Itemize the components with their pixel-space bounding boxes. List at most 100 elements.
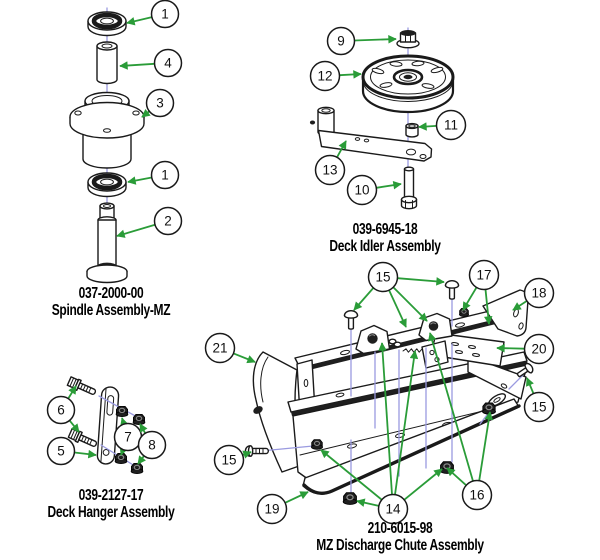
hanger-nut-drawing	[130, 462, 144, 475]
callout-number: 7	[124, 430, 132, 445]
callout-arrow	[119, 446, 128, 456]
callout-number: 2	[164, 214, 172, 229]
callout-number: 15	[531, 400, 546, 415]
idler-spacer-drawing	[405, 122, 419, 138]
callout-number: 1	[161, 168, 169, 183]
callout-20: 20	[496, 333, 555, 365]
bearing-top-drawing	[87, 11, 127, 37]
callout-arrow	[320, 449, 383, 501]
keps-nut-drawing	[481, 402, 497, 415]
callout-number: 16	[469, 488, 484, 503]
callout-arrow	[418, 122, 437, 131]
callout-arrow	[336, 140, 347, 158]
callout-circle	[346, 174, 378, 206]
callout-circle	[468, 259, 500, 291]
callout-circle	[256, 493, 288, 525]
spindle-assembly-label: 037-2000-00 Spindle Assembly-MZ	[32, 285, 190, 319]
callout-arrow	[376, 180, 402, 190]
callout-arrow	[388, 289, 407, 328]
callout-15: 15	[213, 444, 252, 476]
callout-arrow	[397, 277, 445, 286]
hanger-nut-drawing	[132, 413, 146, 426]
callout-14: 14	[320, 342, 443, 525]
spindle-housing-drawing	[69, 91, 145, 169]
carriage-bolt-drawing	[516, 362, 534, 378]
callout-number: 8	[148, 438, 156, 453]
idler-arm-drawing	[309, 106, 433, 162]
callout-arrow	[120, 417, 129, 427]
callout-number: 11	[444, 118, 458, 133]
idler-pulley-drawing	[361, 54, 455, 114]
callout-circle	[213, 444, 245, 476]
callout-arrow	[526, 377, 535, 394]
hanger-nut-drawing	[115, 405, 129, 418]
callout-circle	[461, 479, 493, 511]
callout-11: 11	[418, 109, 467, 141]
callout-arrow	[242, 450, 252, 459]
callout-number: 15	[221, 453, 236, 468]
callout-12: 12	[309, 60, 362, 92]
callout-number: 1	[161, 7, 169, 22]
callout-number: 9	[337, 34, 345, 49]
callout-arrow	[137, 455, 146, 465]
callout-17: 17	[462, 259, 500, 325]
assembly-part-number: 210-6015-98	[367, 520, 433, 537]
callout-8: 8	[137, 423, 167, 465]
deck-idler-assembly-label: 039-6945-18 Deck Idler Assembly	[311, 221, 459, 255]
callout-number: 17	[476, 268, 491, 283]
callout-circle	[145, 88, 175, 118]
hanger-plate-drawing	[96, 386, 120, 465]
callout-number: 5	[57, 444, 65, 459]
callout-arrow	[356, 498, 379, 507]
spindle-shaft-drawing	[86, 202, 128, 284]
callout-number: 3	[156, 96, 164, 111]
discharge-chute-assembly-label: 210-6015-98 MZ Discharge Chute Assembly	[288, 520, 511, 554]
callout-arrow	[478, 411, 494, 481]
callout-16: 16	[428, 332, 494, 511]
callout-circle	[204, 332, 236, 364]
callout-circle	[377, 493, 409, 525]
assembly-name: Deck Hanger Assembly	[47, 504, 175, 521]
callout-number: 10	[354, 183, 369, 198]
callout-circle	[367, 261, 399, 293]
callout-2: 2	[116, 206, 183, 238]
callout-number: 20	[531, 342, 546, 357]
callout-arrow	[67, 385, 77, 400]
callout-arrow	[139, 423, 148, 434]
callout-4: 4	[119, 48, 183, 78]
callout-circle	[523, 333, 555, 365]
callout-circle	[309, 60, 341, 92]
spindle-assembly-drawing	[69, 7, 145, 284]
callout-number: 6	[57, 403, 65, 418]
screw-drawing	[244, 445, 269, 457]
push-pin-drawing	[444, 280, 460, 300]
callout-9: 9	[326, 26, 397, 56]
callout-number: 13	[322, 163, 337, 178]
callout-arrow	[462, 286, 478, 311]
push-pin-drawing	[343, 310, 359, 330]
idler-bolt-drawing	[400, 166, 418, 210]
callout-arrow	[392, 286, 428, 322]
bearing-bottom-drawing	[87, 172, 127, 198]
callout-arrow	[339, 70, 362, 79]
callout-arrow	[378, 342, 393, 495]
callout-6: 6	[46, 385, 80, 433]
callout-number: 12	[317, 69, 332, 84]
callout-circle	[523, 277, 555, 309]
callout-18: 18	[512, 277, 555, 311]
callout-circle	[46, 395, 76, 425]
callout-circle	[326, 26, 356, 56]
callout-5: 5	[46, 436, 97, 466]
callout-circle	[137, 430, 167, 460]
callout-3: 3	[141, 88, 175, 118]
callout-arrow	[496, 343, 525, 353]
flange-nut-drawing	[342, 491, 358, 506]
callout-arrow	[127, 176, 152, 185]
callout-15: 15	[523, 377, 555, 423]
callout-number: 21	[212, 341, 227, 356]
callout-13: 13	[314, 140, 347, 186]
callout-arrow	[512, 300, 528, 311]
